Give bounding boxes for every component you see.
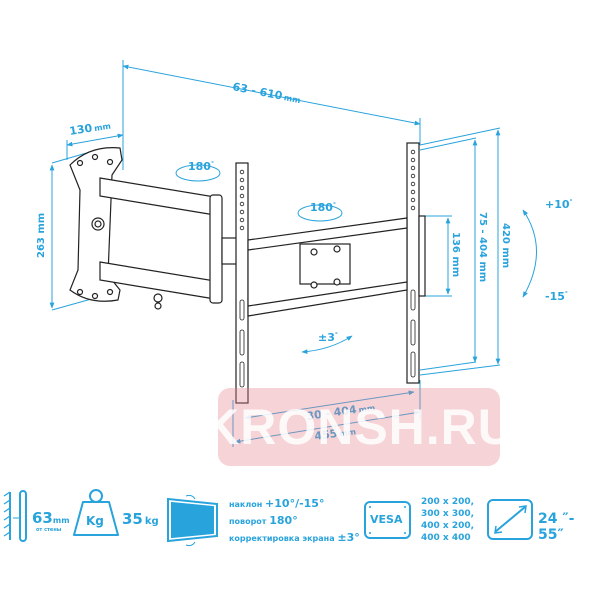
tilt-up-label: +10°: [545, 198, 573, 211]
tv-plate-width: 455: [314, 427, 339, 443]
wall-distance-caption: от стены: [36, 527, 62, 533]
vesa-icon: [364, 501, 411, 539]
screen-size-icon: [487, 499, 533, 540]
screen-size-value: 24 ″- 55″: [538, 511, 575, 543]
watermark: KRONSH.RU: [203, 388, 514, 466]
vesa-size: 300 x 300,: [421, 509, 475, 519]
weight-icon: [73, 489, 119, 536]
vesa-size: 200 x 200,: [421, 497, 475, 507]
swivel-spec: поворот 180°: [229, 514, 298, 527]
vesa-size: 400 x 400: [421, 533, 471, 543]
tilt-spec: наклон +10°/-15°: [229, 497, 325, 510]
reach-unit: mm: [283, 93, 301, 105]
svg-text:130mm: 130mm: [68, 119, 111, 138]
tv-plate-height: 420 mm: [500, 223, 511, 268]
vesa-icon-label: VESA: [370, 513, 403, 526]
wall-plate-height: 263 mm: [36, 213, 47, 258]
wall-icon: [3, 490, 27, 542]
wall-plate-width-unit: mm: [94, 122, 112, 133]
svg-text:455mm: 455mm: [314, 424, 357, 443]
arm-swivel-label: 180°: [188, 160, 214, 173]
tilt-down-label: -15°: [545, 290, 568, 303]
level-adjust-label: ±3°: [318, 331, 338, 344]
tv-plate-width-unit: mm: [339, 427, 357, 438]
wall-distance-value: 63mm: [32, 509, 70, 527]
level-spec: корректировка экрана ±3°: [229, 531, 360, 544]
wall-plate-width: 130: [68, 121, 93, 137]
tv-plate-inner-height: 136 mm: [450, 232, 461, 277]
vesa-vertical-dimension: 75 - 404 mm: [477, 212, 488, 282]
screen-motion-icon: [167, 494, 218, 547]
vesa-sizes: 200 x 200, 300 x 300, 400 x 200, 400 x 4…: [421, 496, 474, 544]
weight-icon-label: Kg: [86, 514, 104, 528]
vesa-horizontal-unit: mm: [358, 403, 376, 414]
vesa-size: 400 x 200,: [421, 521, 475, 531]
tv-swivel-label: 180°: [310, 201, 336, 214]
